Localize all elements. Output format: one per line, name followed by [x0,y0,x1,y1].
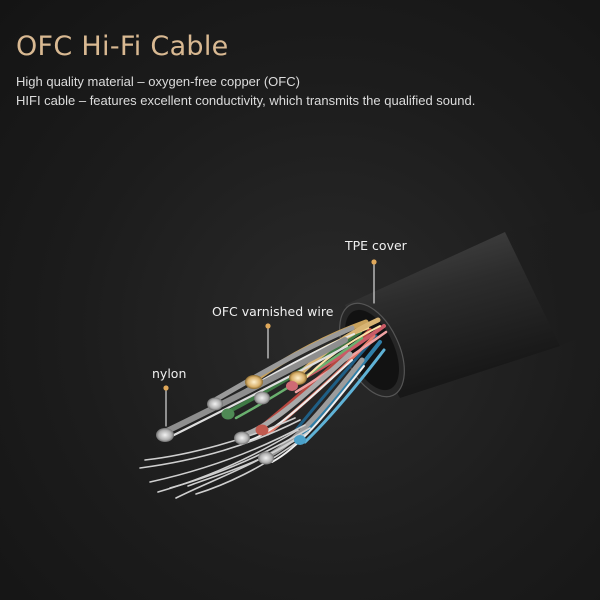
header: OFC Hi-Fi Cable High quality material – … [16,30,586,110]
nylon-fibers [139,417,311,499]
nylon-marker-dot [163,385,169,391]
ofc-marker-dot [265,323,271,329]
tpe-cover-label: TPE cover [345,238,407,253]
description-line-2: HIFI cable – features excellent conducti… [16,93,476,108]
page-title: OFC Hi-Fi Cable [16,31,229,62]
nylon-label: nylon [152,366,187,381]
tpe-marker-dot [371,259,377,265]
wire-end-caps [156,371,307,465]
callout-connectors [163,259,377,427]
description-line-1: High quality material – oxygen-free copp… [16,74,300,89]
ofc-wire-label: OFC varnished wire [212,304,334,319]
